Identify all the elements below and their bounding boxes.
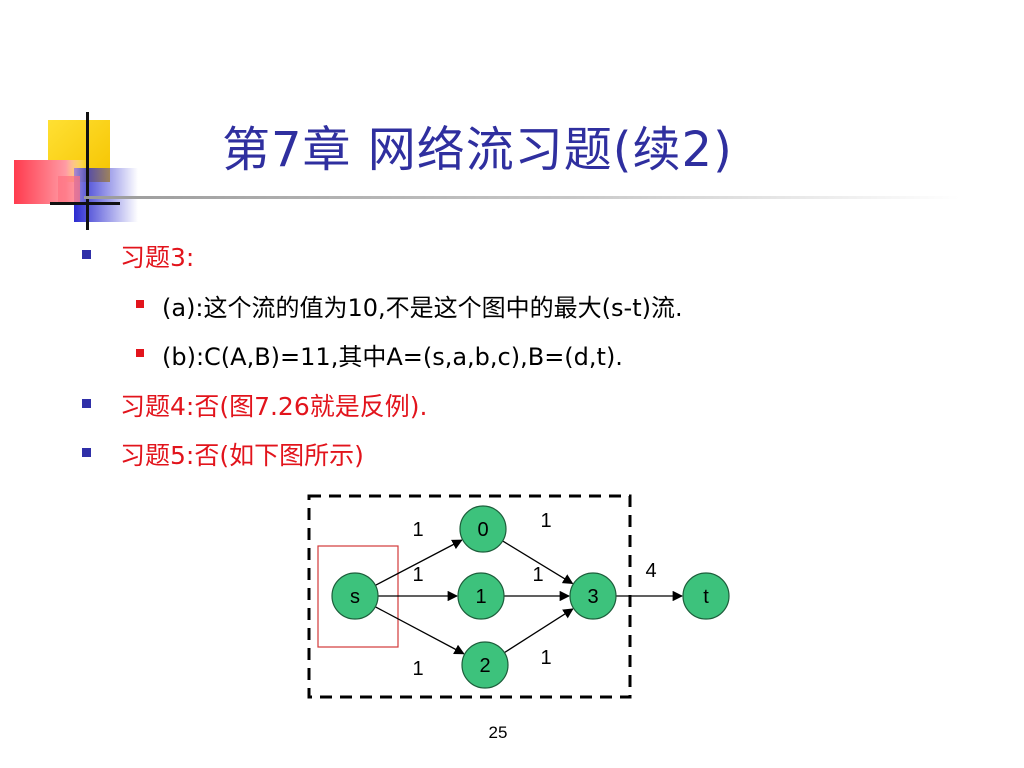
node-s	[331, 572, 379, 620]
sub-bullet-text: (a):这个流的值为10,不是这个图中的最大(s-t)流.	[162, 294, 683, 322]
node-t	[682, 572, 730, 620]
node-n0	[459, 505, 507, 553]
slide-title: 第7章 网络流习题(续2)	[222, 122, 733, 178]
edge-capacity-label: 1	[412, 519, 423, 541]
edge-capacity-label: 1	[540, 510, 551, 532]
title-underline	[84, 196, 960, 199]
node-n2	[461, 641, 509, 689]
edge-capacity-label: 1	[412, 564, 423, 586]
node-label: s	[350, 586, 360, 608]
edge-capacity-label: 4	[645, 560, 656, 582]
node-label: 2	[479, 655, 490, 677]
bullet-text: 习题3:	[120, 243, 195, 272]
page-number: 25	[488, 723, 508, 742]
node-label: 3	[587, 586, 598, 608]
bullet-marker	[82, 250, 91, 259]
edge-capacity-label: 1	[532, 564, 543, 586]
deco-red-square-inner	[58, 176, 80, 204]
edge-capacity-label: 1	[540, 647, 551, 669]
node-n3	[569, 572, 617, 620]
node-label: 1	[475, 586, 486, 608]
sub-bullet-text: (b):C(A,B)=11,其中A=(s,a,b,c),B=(d,t).	[162, 343, 623, 371]
deco-vertical-bar	[86, 112, 89, 230]
edge-s-n0	[375, 539, 463, 586]
edge-capacity-label: 1	[412, 658, 423, 680]
node-n1	[457, 572, 505, 620]
bullet-text: 习题5:否(如下图所示)	[120, 441, 364, 470]
deco-horizontal-bar	[50, 202, 120, 205]
sub-bullet-marker	[136, 349, 144, 357]
node-label: t	[703, 586, 709, 608]
bullet-marker	[82, 399, 91, 408]
bullet-text: 习题4:否(图7.26就是反例).	[120, 392, 428, 421]
sub-bullet-marker	[136, 300, 144, 308]
node-label: 0	[477, 519, 488, 541]
edge-n0-n3	[502, 540, 574, 585]
corner-decoration	[14, 112, 138, 230]
bullet-marker	[82, 448, 91, 457]
edge-n2-n3	[504, 608, 574, 654]
edge-s-n2	[375, 606, 465, 655]
